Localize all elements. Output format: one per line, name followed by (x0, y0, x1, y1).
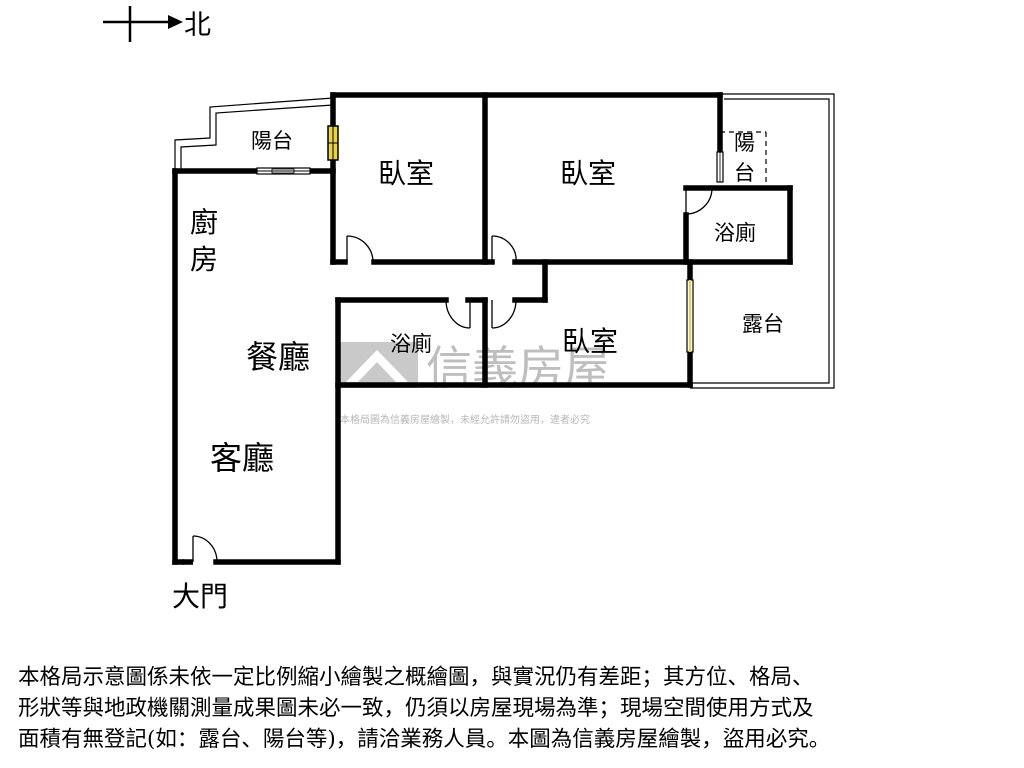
room-label-dining: 餐廳 (246, 338, 310, 376)
walls (172, 92, 793, 565)
doors (182, 187, 713, 565)
room-label-balcony-east-1: 陽 (734, 131, 755, 155)
room-label-balcony-west: 陽台 (251, 129, 293, 153)
disclaimer-line-2: 形狀等與地政機關測量成果圖未必一致，仍須以房屋現場為準；現場空間使用方式及 (18, 696, 814, 721)
room-label-bathroom-1: 浴廁 (714, 221, 756, 245)
disclaimer-line-3: 面積有無登記(如：露台、陽台等)，請洽業務人員。本圖為信義房屋繪製，盜用必究。 (18, 727, 831, 752)
thin-outlines (174, 93, 835, 389)
watermark-notice: 本格局圖為信義房屋繪製，未經允許請勿盜用，違者必究 (340, 413, 590, 426)
north-label: 北 (184, 10, 211, 41)
room-label-bedroom-3: 臥室 (562, 325, 618, 358)
room-labels: 陽台 臥室 臥室 陽 台 浴廁 廚 房 餐廳 浴廁 臥室 露台 客廳 大門 (172, 129, 784, 613)
entrance-label: 大門 (172, 580, 228, 613)
room-label-living: 客廳 (210, 439, 274, 477)
room-label-bedroom-1: 臥室 (378, 157, 434, 190)
disclaimer: 本格局示意圖係未依一定比例縮小繪製之概繪圖，與實況仍有差距；其方位、格局、 形狀… (18, 662, 1008, 755)
watermark-logo-icon (336, 342, 418, 388)
room-label-balcony-east-2: 台 (734, 161, 755, 185)
room-label-kitchen-2: 房 (190, 243, 218, 276)
compass: 北 (103, 6, 211, 42)
windows (256, 125, 724, 353)
floor-plan: 北 信義房屋 本格局圖為信義房屋繪製，未經允許請勿盜用，違者必究 (103, 6, 835, 613)
room-label-kitchen-1: 廚 (190, 206, 218, 239)
disclaimer-line-1: 本格局示意圖係未依一定比例縮小繪製之概繪圖，與實況仍有差距；其方位、格局、 (18, 665, 814, 690)
room-label-bathroom-2: 浴廁 (390, 332, 432, 356)
room-label-terrace: 露台 (742, 312, 784, 336)
north-arrow-icon (168, 15, 183, 29)
room-label-bedroom-2: 臥室 (560, 157, 616, 190)
